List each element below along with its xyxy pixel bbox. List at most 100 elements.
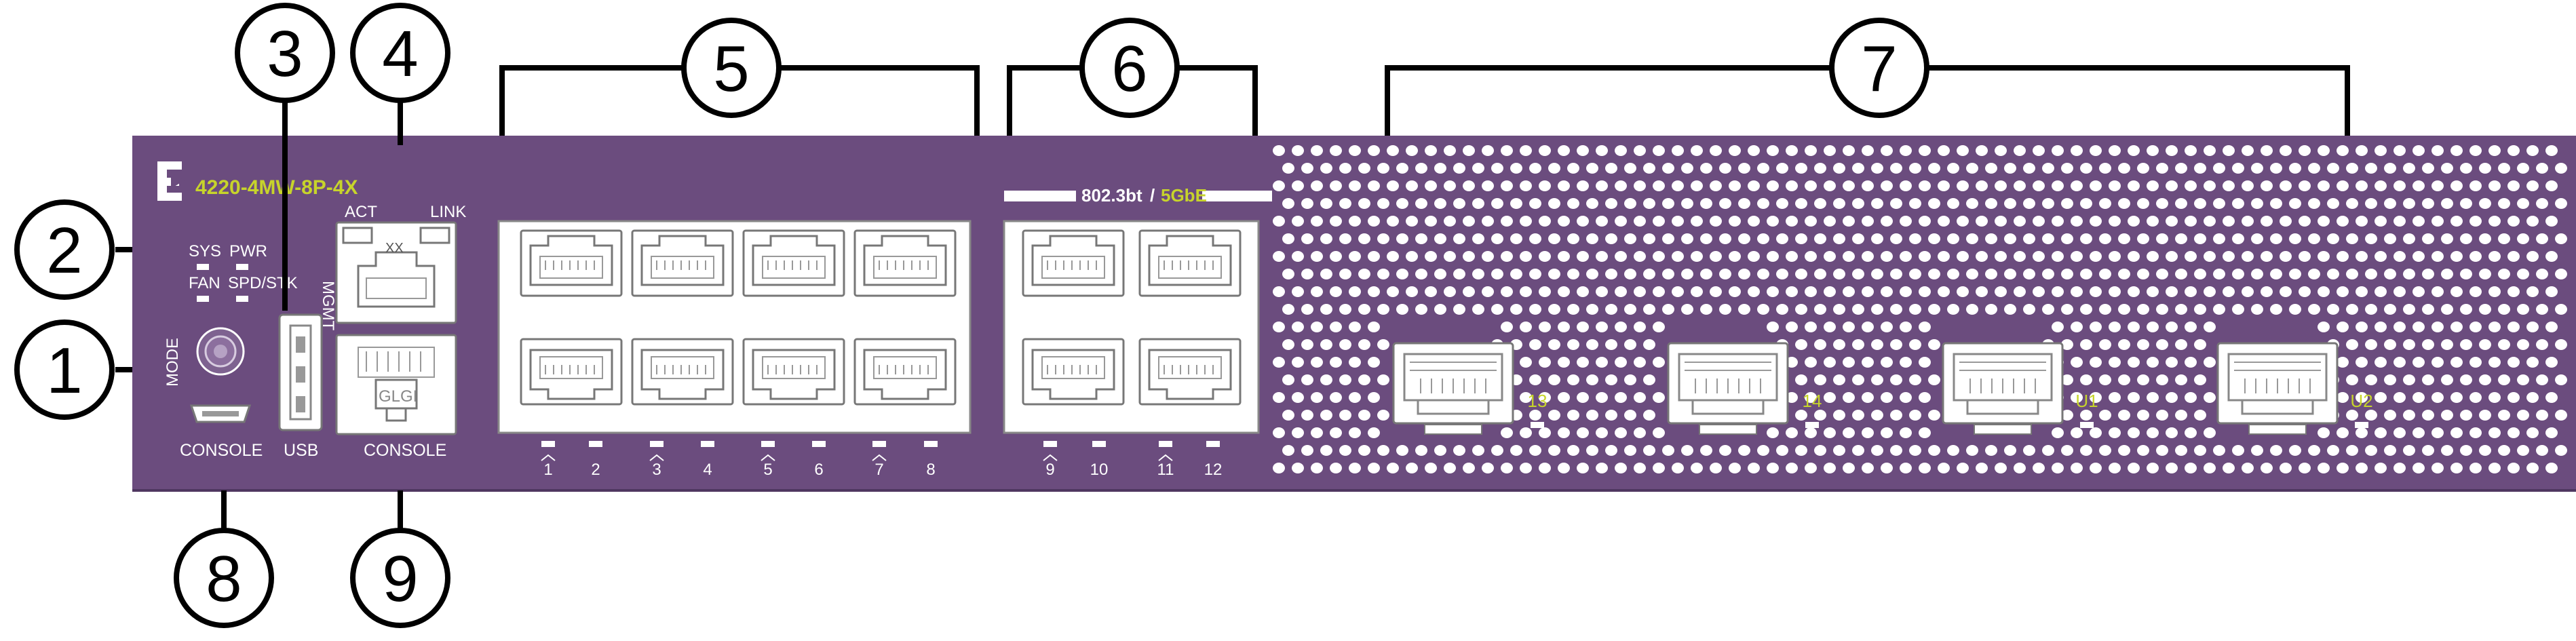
vent-hole	[1425, 216, 1437, 227]
ethernet-port-1[interactable]	[520, 229, 623, 297]
vent-hole	[2337, 145, 2349, 156]
vent-hole	[1377, 410, 1389, 421]
vent-hole	[1358, 445, 1370, 456]
vent-hole	[1653, 145, 1665, 156]
ethernet-port-7[interactable]	[742, 338, 845, 406]
ethernet-port-11[interactable]	[1022, 338, 1125, 406]
vent-hole	[1881, 216, 1893, 227]
ethernet-port-6[interactable]	[631, 338, 734, 406]
vent-hole	[2080, 198, 2092, 209]
callout-7-number: 7	[1861, 33, 1897, 105]
vent-hole	[2071, 286, 2083, 297]
vent-hole	[2327, 163, 2339, 174]
sfp-port-U2[interactable]	[2216, 342, 2339, 435]
vent-hole	[2175, 198, 2187, 209]
vent-hole	[2270, 269, 2282, 279]
ethernet-port-10[interactable]	[1138, 229, 1242, 297]
vent-hole	[1976, 180, 1988, 191]
vent-hole	[1947, 233, 1959, 244]
vent-hole	[1434, 445, 1446, 456]
vent-hole	[2004, 269, 2016, 279]
vent-hole	[1548, 269, 1560, 279]
sfp-port-U1[interactable]	[1942, 342, 2064, 435]
port-led-12	[1206, 441, 1220, 447]
vent-hole	[2242, 216, 2254, 227]
vent-hole	[1966, 163, 1978, 174]
mgmt-ethernet-port[interactable]	[335, 221, 457, 324]
mode-button[interactable]	[196, 327, 245, 376]
vent-hole	[2080, 304, 2092, 315]
vent-hole	[2517, 198, 2529, 209]
vent-hole	[2042, 233, 2054, 244]
vent-hole	[1776, 304, 1788, 315]
vent-hole	[1634, 427, 1646, 438]
callout-1-number: 1	[46, 334, 82, 407]
vent-hole	[1843, 357, 1855, 368]
vent-hole	[1900, 392, 1912, 403]
vent-hole	[1425, 145, 1437, 156]
sfp-port-14[interactable]	[1667, 342, 1789, 435]
vent-hole	[1653, 392, 1665, 403]
vent-hole	[2431, 251, 2444, 262]
vent-hole	[2394, 322, 2406, 332]
ethernet-port-5[interactable]	[520, 338, 623, 406]
vent-hole	[2109, 463, 2121, 473]
vent-hole	[1738, 269, 1750, 279]
vent-hole	[1330, 427, 1342, 438]
vent-hole	[2004, 163, 2016, 174]
vent-hole	[2042, 445, 2054, 456]
vent-hole	[2204, 251, 2216, 262]
vent-hole	[2099, 198, 2111, 209]
ethernet-port-9[interactable]	[1022, 229, 1125, 297]
vent-hole	[1406, 251, 1418, 262]
vent-hole	[1824, 322, 1836, 332]
console-rj45-port[interactable]	[335, 334, 457, 435]
vent-hole	[1691, 286, 1703, 297]
vent-hole	[2033, 251, 2045, 262]
micro-usb-console-port[interactable]	[189, 404, 252, 423]
vent-hole	[1311, 427, 1323, 438]
vent-hole	[1643, 410, 1655, 421]
vent-hole	[2469, 463, 2482, 473]
vent-hole	[2204, 427, 2216, 438]
vent-hole	[2498, 233, 2510, 244]
vent-hole	[1909, 163, 1921, 174]
vent-hole	[2194, 198, 2206, 209]
vent-hole	[2555, 339, 2567, 350]
usb-a-port[interactable]	[278, 313, 323, 431]
vent-hole	[1501, 286, 1513, 297]
ethernet-port-3[interactable]	[742, 229, 845, 297]
vent-hole	[2242, 180, 2254, 191]
vent-hole	[2147, 216, 2159, 227]
vent-hole	[1520, 251, 1532, 262]
ethernet-port-2[interactable]	[631, 229, 734, 297]
vent-hole	[2128, 357, 2140, 368]
vent-hole	[1928, 445, 1940, 456]
vent-hole	[1681, 445, 1693, 456]
vent-hole	[1482, 251, 1494, 262]
vent-hole	[2375, 286, 2387, 297]
vent-hole	[2147, 251, 2159, 262]
vent-hole	[1463, 145, 1475, 156]
vent-hole	[2137, 269, 2149, 279]
vent-hole	[1719, 163, 1731, 174]
vent-hole	[2403, 269, 2415, 279]
vent-hole	[1672, 180, 1684, 191]
sfp-port-13[interactable]	[1392, 342, 1514, 435]
vent-hole	[2488, 145, 2501, 156]
vent-hole	[1919, 286, 1931, 297]
vent-hole	[2166, 427, 2178, 438]
ethernet-port-12[interactable]	[1138, 338, 1242, 406]
vent-hole	[2555, 304, 2567, 315]
vent-hole	[2251, 269, 2263, 279]
ethernet-port-4[interactable]	[853, 229, 957, 297]
vent-hole	[2403, 163, 2415, 174]
vent-hole	[1786, 427, 1798, 438]
vent-hole	[2004, 304, 2016, 315]
vent-hole	[2128, 216, 2140, 227]
ethernet-port-8[interactable]	[853, 338, 957, 406]
vent-hole	[2318, 145, 2330, 156]
vent-hole	[2004, 233, 2016, 244]
vent-hole	[1491, 233, 1503, 244]
vent-hole	[1767, 286, 1779, 297]
